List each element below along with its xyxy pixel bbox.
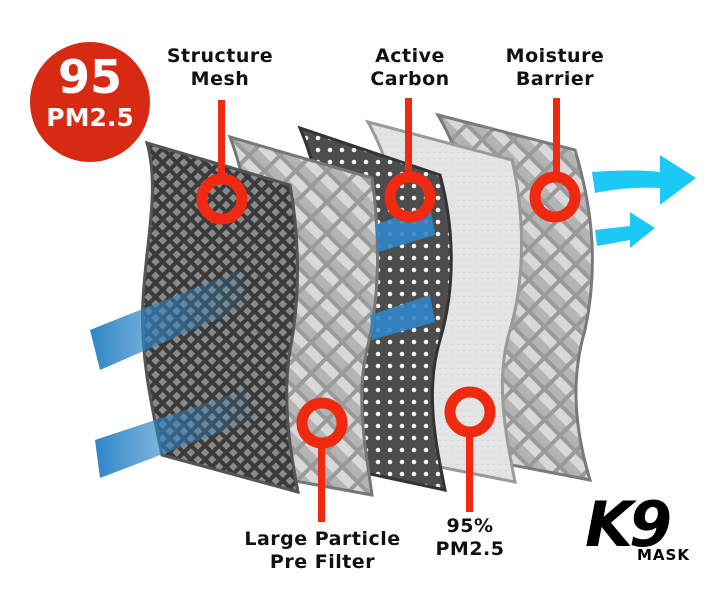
label-active-carbon: Active Carbon: [350, 45, 470, 91]
label-line1: Structure: [166, 45, 274, 67]
callout-active-carbon: [384, 98, 436, 223]
callout-prefilter: [296, 397, 348, 522]
logo-word: MASK: [637, 546, 690, 564]
label-prefilter: Large Particle Pre Filter: [230, 528, 415, 574]
logo-mark: K9: [585, 488, 672, 561]
label-line1: Large Particle: [244, 528, 401, 550]
label-structure-mesh: Structure Mesh: [155, 45, 285, 91]
label-line2: Mesh: [190, 68, 250, 90]
k9-mask-logo: K9 MASK: [585, 490, 695, 570]
badge-unit: PM2.5: [46, 103, 134, 132]
label-line1: 95%: [446, 515, 494, 537]
badge-value: 95: [57, 50, 122, 104]
label-line2: Carbon: [370, 68, 450, 90]
callout-moisture-barrier: [529, 98, 581, 223]
label-line1: Moisture: [505, 45, 605, 67]
label-moisture-barrier: Moisture Barrier: [495, 45, 615, 91]
label-line2: Pre Filter: [269, 551, 376, 573]
n95-badge: 95 PM2.5: [30, 42, 150, 162]
label-line2: Barrier: [515, 68, 595, 90]
airflow-out-arrows: [592, 155, 696, 248]
label-line2: PM2.5: [435, 538, 505, 560]
label-pm25-filter: 95% PM2.5: [425, 515, 515, 561]
label-line1: Active: [375, 45, 445, 67]
callout-structure-mesh: [196, 100, 248, 225]
callout-pm25-filter: [444, 386, 496, 512]
